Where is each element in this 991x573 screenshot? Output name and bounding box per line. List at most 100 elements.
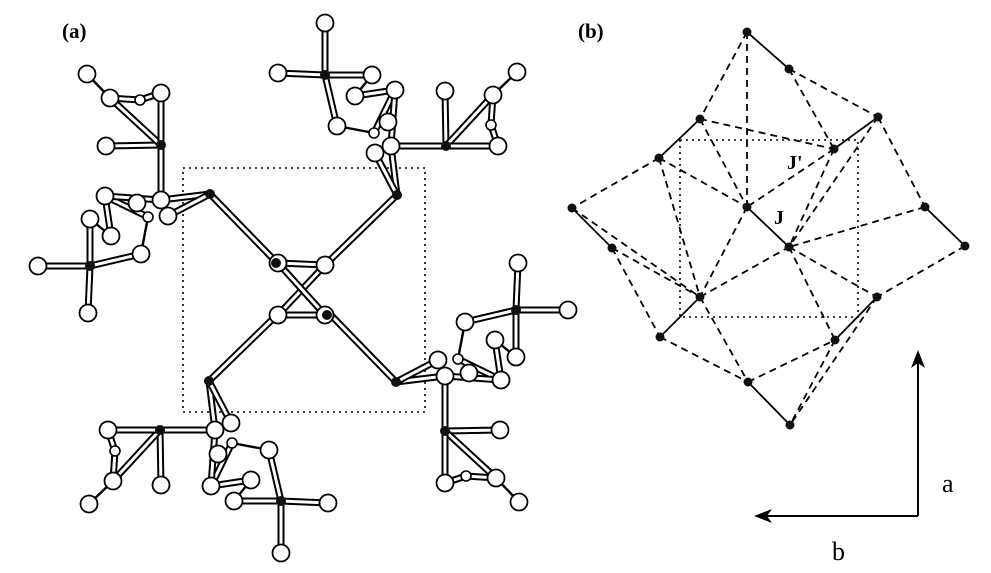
bond: [108, 96, 163, 147]
oxygen-atom: [95, 186, 115, 206]
spin-site: [742, 202, 752, 212]
oxygen-atom: [100, 88, 120, 108]
oxygen-atom: [435, 473, 455, 493]
j-prime-link: [611, 247, 701, 298]
carbon-atom: [368, 127, 380, 139]
oxygen-atom: [224, 491, 244, 511]
spin-site: [695, 114, 705, 124]
j-prime-link: [699, 206, 748, 298]
panel-b-network: J' J: [567, 27, 970, 430]
panel-a-structure: [28, 13, 578, 563]
oxygen-atom: [80, 209, 100, 229]
j-prime-link: [659, 336, 749, 383]
bond: [276, 261, 327, 317]
carbon-atom: [142, 211, 154, 223]
spin-site: [784, 242, 794, 252]
spin-site: [743, 377, 753, 387]
oxygen-atom: [268, 305, 288, 325]
bond: [323, 193, 399, 267]
j-prime-link: [789, 296, 878, 426]
oxygen-atom: [362, 65, 382, 85]
spin-site: [607, 243, 617, 253]
panel-b-label: (b): [578, 19, 604, 43]
oxygen-atom: [205, 420, 225, 440]
j-prime-link: [658, 157, 748, 208]
oxygen-atom: [127, 193, 147, 213]
spin-site: [784, 64, 794, 74]
oxygen-atom: [96, 136, 116, 156]
bond: [207, 309, 283, 383]
spin-site: [830, 335, 840, 345]
spin-sites: [567, 27, 970, 430]
oxygen-atom: [318, 493, 338, 513]
bond: [208, 192, 282, 268]
exchange-links: [571, 31, 966, 426]
oxygen-atom: [78, 303, 98, 323]
metal-atom: [392, 190, 402, 200]
j-prime-link: [788, 206, 926, 248]
j-prime-link: [746, 148, 835, 208]
j-prime-link: [571, 157, 660, 209]
spin-site: [785, 420, 795, 430]
spin-site: [654, 153, 664, 163]
j-prime-link: [699, 296, 749, 383]
oxygen-atom: [378, 112, 398, 132]
j-prime-link: [788, 246, 878, 298]
oxygen-atom: [506, 347, 526, 367]
oxygen-atom: [103, 471, 123, 491]
oxygen-atom: [28, 256, 48, 276]
j-prime-link: [876, 245, 966, 298]
oxygen-atom: [485, 330, 505, 350]
carbon-atom: [485, 119, 497, 131]
oxygen-atom: [428, 350, 448, 370]
j-prime-link: [699, 246, 790, 298]
axis-indicator: a b: [754, 350, 954, 566]
carbon-atom: [134, 94, 146, 106]
unit-cell-b: [679, 139, 859, 318]
oxygen-atom: [315, 255, 335, 275]
oxygen-atom: [98, 420, 118, 440]
j-link: [834, 296, 878, 341]
spin-site: [742, 27, 752, 37]
oxygen-atom: [271, 543, 291, 563]
spin-site: [920, 202, 930, 212]
j-prime-link: [699, 118, 835, 150]
a-axis-label: a: [942, 469, 954, 498]
exchange-label-j-prime: J': [787, 152, 803, 174]
j-link: [833, 116, 879, 150]
spin-site: [695, 292, 705, 302]
metal-atom: [205, 189, 215, 199]
atoms-a: [28, 13, 578, 563]
oxygen-atom: [491, 370, 511, 390]
carbon-atom: [109, 445, 121, 457]
oxygen-atom: [455, 312, 475, 332]
a-axis-arrowhead: [911, 350, 925, 368]
metal-atom: [276, 496, 286, 506]
oxygen-atom: [486, 468, 506, 488]
spin-site: [960, 241, 970, 251]
oxygen-atom: [385, 80, 405, 100]
j-prime-link: [658, 157, 701, 298]
oxygen-atom: [201, 476, 221, 496]
metal-atom: [320, 70, 330, 80]
oxygen-atom: [221, 413, 241, 433]
oxygen-atom: [558, 300, 578, 320]
carbon-atom: [226, 437, 238, 449]
metal-atom: [155, 425, 165, 435]
j-link: [659, 296, 701, 338]
metal-atom: [391, 377, 401, 387]
carbon-atom: [460, 470, 472, 482]
oxygen-atom: [268, 63, 288, 83]
oxygen-atom: [508, 253, 528, 273]
unit-cell-a: [182, 167, 426, 413]
oxygen-atom: [151, 475, 171, 495]
oxygen-atom: [79, 494, 99, 514]
j-link: [746, 31, 790, 70]
oxygen-atom: [241, 470, 261, 490]
j-prime-link: [877, 116, 926, 208]
oxygen-atom: [131, 244, 151, 264]
oxygen-atom: [435, 81, 455, 101]
j-prime-link: [699, 31, 748, 120]
j-link: [747, 381, 791, 426]
